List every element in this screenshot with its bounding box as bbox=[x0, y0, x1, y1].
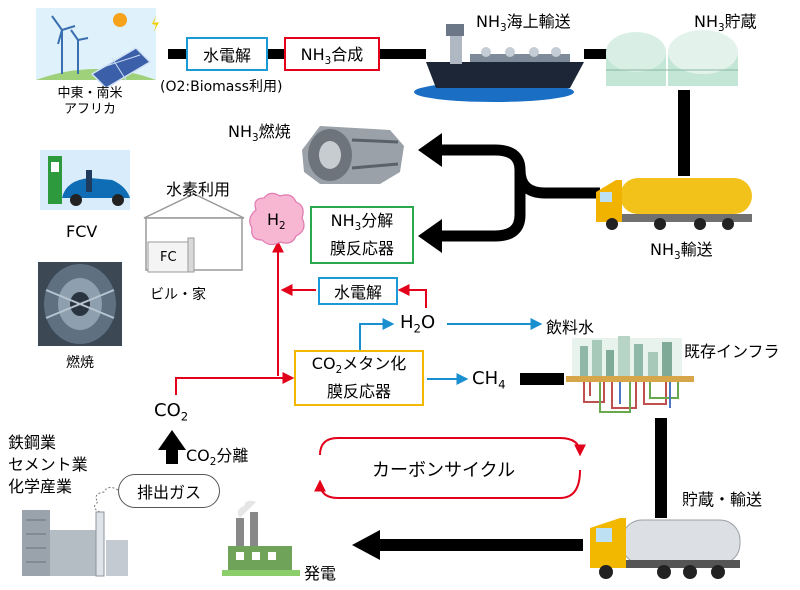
methanation-line2: 膜反応器 bbox=[326, 382, 391, 402]
industry-list: 鉄鋼業 セメント業 化学産業 bbox=[8, 433, 88, 496]
red-flow-lines bbox=[175, 240, 427, 395]
storage-tanks-icon bbox=[606, 30, 738, 86]
power-plant-icon bbox=[222, 500, 300, 576]
building-house-icon bbox=[143, 193, 245, 273]
production-region: 中東・南米 アフリカ bbox=[57, 86, 123, 117]
co2-label: CO2 bbox=[154, 400, 189, 424]
co2-methanation-box: CO2メタン化 膜反応器 bbox=[294, 350, 424, 406]
o2-note: (O2:Biomass利用) bbox=[160, 79, 283, 95]
factory-icon bbox=[22, 486, 128, 577]
power-generation-label: 発電 bbox=[304, 564, 337, 583]
blue-flow-lines bbox=[359, 318, 543, 385]
h2-label: H2 bbox=[267, 210, 286, 233]
methanation-line1: CO2メタン化 bbox=[311, 353, 407, 377]
existing-infra-label: 既存インフラ bbox=[684, 342, 780, 361]
city-infra-icon bbox=[566, 336, 694, 413]
decomposition-line1: NH3分解 bbox=[330, 210, 394, 234]
exhaust-gas-bubble: 排出ガス bbox=[118, 474, 220, 508]
fcv-car-icon bbox=[40, 150, 130, 210]
co2-separation-label: CO2分離 bbox=[186, 446, 249, 469]
drinking-water-label: 飲料水 bbox=[546, 318, 595, 337]
building-label: ビル・家 bbox=[150, 287, 206, 303]
h2o-label: H2O bbox=[400, 312, 436, 336]
electrolysis-label: 水電解 bbox=[202, 46, 251, 65]
storage-transport-label: 貯蔵・輸送 bbox=[682, 490, 763, 509]
tank-truck-icon bbox=[596, 178, 752, 230]
fcv-label: FCV bbox=[66, 222, 98, 241]
nh3-storage-label: NH3貯蔵 bbox=[694, 12, 757, 35]
nh3-transport-label: NH3輸送 bbox=[650, 240, 713, 263]
electrolysis-box: 水電解 bbox=[186, 37, 268, 71]
electrolysis-box-2: 水電解 bbox=[318, 277, 398, 305]
exhaust-gas-label: 排出ガス bbox=[136, 483, 201, 502]
nh3-synthesis-box: NH3合成 bbox=[284, 37, 380, 71]
fc-label: FC bbox=[160, 250, 177, 265]
nh3-shipping-label: NH3海上輸送 bbox=[476, 12, 571, 35]
decomposition-line2: 膜反応器 bbox=[329, 239, 394, 259]
carbon-cycle-label: カーボンサイクル bbox=[372, 460, 516, 481]
electrolysis2-label: 水電解 bbox=[333, 283, 382, 302]
turbine-blades-icon bbox=[38, 262, 122, 346]
h2-cloud-icon bbox=[249, 192, 305, 246]
nh3-synthesis-label: NH3合成 bbox=[300, 44, 364, 68]
tank-lorry-icon bbox=[590, 518, 741, 579]
ch4-label: CH4 bbox=[472, 368, 506, 392]
solar-wind-icon bbox=[36, 8, 159, 89]
nh3-combustion-label: NH3燃焼 bbox=[228, 122, 291, 145]
gas-turbine-icon bbox=[302, 126, 404, 184]
carbon-cycle-loop bbox=[314, 437, 586, 499]
hydrogen-use-title: 水素利用 bbox=[166, 180, 231, 199]
combustion-use-label: 燃焼 bbox=[66, 355, 94, 371]
nh3-decomposition-box: NH3分解 膜反応器 bbox=[310, 206, 414, 264]
tanker-ship-icon bbox=[414, 24, 584, 102]
